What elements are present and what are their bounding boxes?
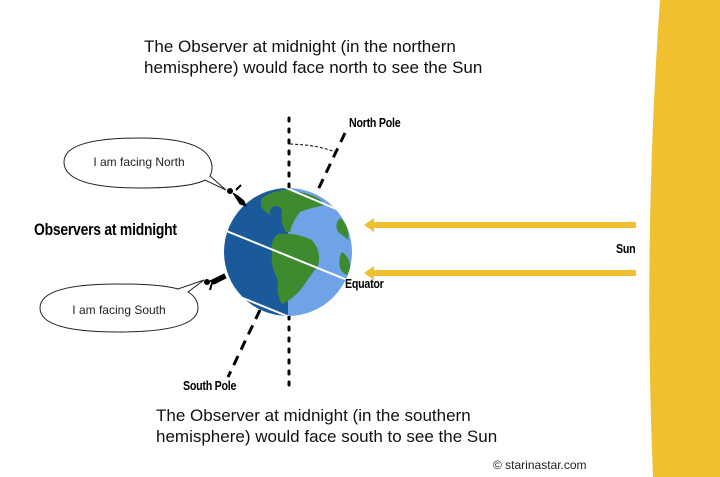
- sun-shape: [649, 0, 720, 477]
- earth-globe: [224, 188, 352, 316]
- south-pole-label: South Pole: [183, 378, 237, 393]
- sun-label: Sun: [616, 241, 636, 256]
- speech-bubble-north: [63, 137, 227, 191]
- speech-bubble-south: [39, 279, 205, 333]
- observer-south-figure: [204, 273, 227, 291]
- tilt-angle-arc: [289, 143, 336, 153]
- bottom-caption-line2: hemisphere) would face south to see the …: [156, 427, 498, 446]
- bottom-caption-line1: The Observer at midnight (in the souther…: [156, 406, 471, 425]
- axis-south-dashed: [226, 309, 262, 378]
- bubble-south-text: I am facing South: [72, 303, 166, 317]
- sun-ray-top: [364, 218, 636, 232]
- bubble-north-text: I am facing North: [93, 155, 185, 169]
- top-caption-line1: The Observer at midnight (in the norther…: [144, 37, 456, 56]
- north-pole-label: North Pole: [349, 115, 401, 130]
- top-caption-line2: hemisphere) would face north to see the …: [144, 58, 483, 77]
- sun-ray-bottom: [364, 266, 636, 280]
- observers-label: Observers at midnight: [34, 220, 177, 239]
- observer-north-figure: [227, 184, 247, 207]
- bottom-caption: The Observer at midnight (in the souther…: [156, 405, 497, 447]
- copyright-text: © starinastar.com: [493, 458, 587, 472]
- top-caption: The Observer at midnight (in the norther…: [144, 36, 482, 78]
- axis-north-dashed: [314, 132, 347, 195]
- equator-label: Equator: [345, 276, 384, 291]
